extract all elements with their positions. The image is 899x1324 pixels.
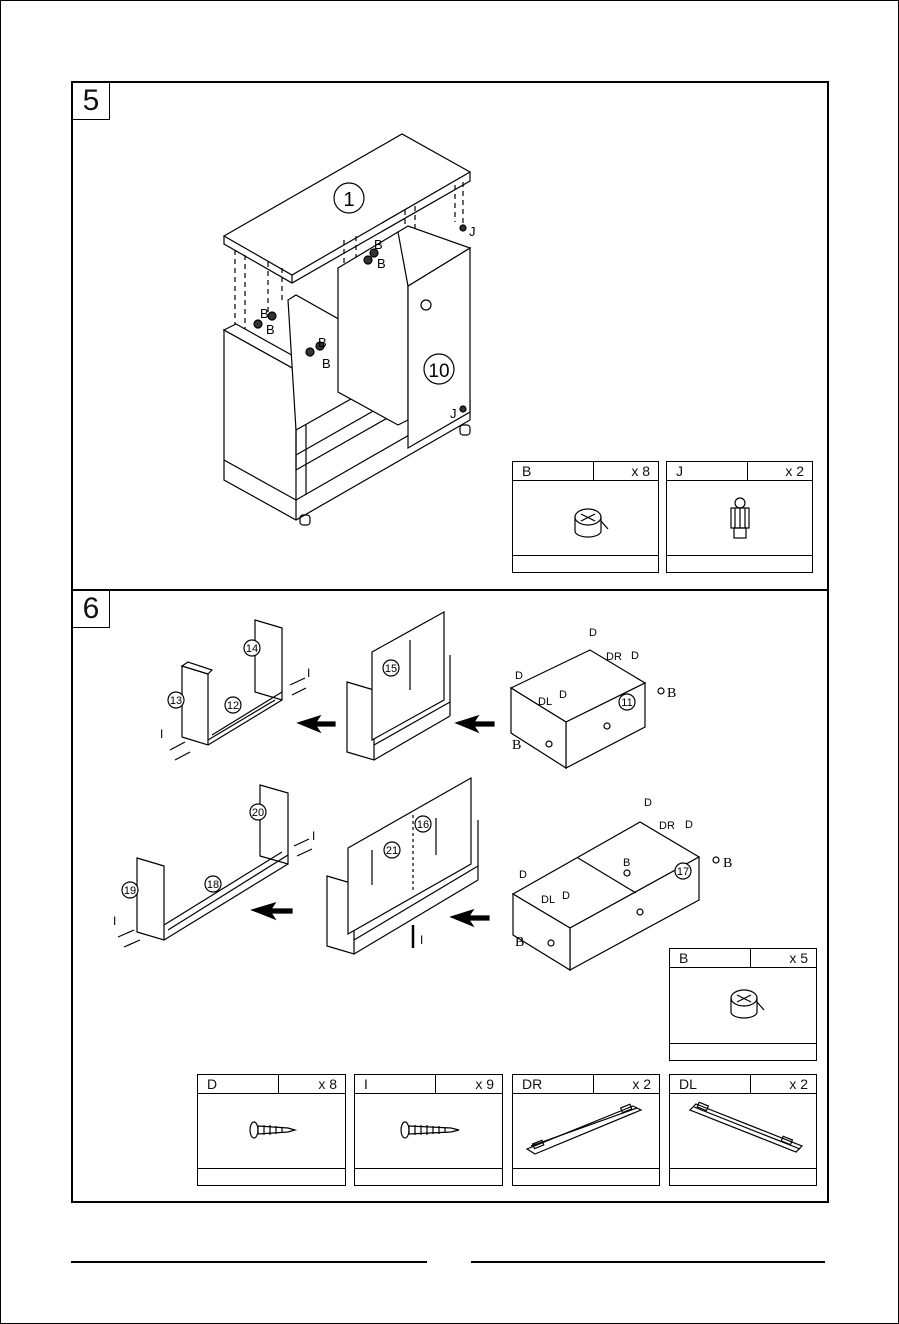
part-qty: x 2: [789, 1076, 808, 1092]
fitting-label-i: I: [113, 914, 116, 928]
part-code: J: [676, 463, 683, 479]
part-code: B: [679, 950, 688, 966]
fitting-label-dr: DR: [659, 820, 675, 832]
footer-rule-left: [71, 1261, 427, 1263]
fitting-label-i: I: [307, 666, 310, 680]
fitting-label-i: I: [312, 829, 315, 843]
long-screw-icon: [355, 1094, 502, 1166]
part-box-dr-2: DR x 2: [512, 1074, 660, 1186]
fitting-label-d: D: [631, 650, 639, 662]
fitting-label-i: I: [420, 933, 423, 947]
part-code: D: [207, 1076, 217, 1092]
panel-label-12: 12: [227, 700, 239, 712]
panel-label-15: 15: [385, 663, 397, 675]
fitting-label-d: D: [515, 670, 523, 682]
fitting-label-d: D: [685, 819, 693, 831]
fitting-label-d: D: [644, 797, 652, 809]
panel-label-20: 20: [252, 807, 264, 819]
part-code: DR: [522, 1076, 542, 1092]
part-code: DL: [679, 1076, 697, 1092]
short-screw-icon: [198, 1094, 345, 1166]
fitting-label-d: D: [559, 689, 567, 701]
fitting-label-d: D: [589, 627, 597, 639]
fitting-label-i: I: [160, 727, 163, 741]
part-qty: x 8: [318, 1076, 337, 1092]
part-qty: x 9: [475, 1076, 494, 1092]
wheel-peg-icon: [667, 481, 812, 553]
panel-label-21: 21: [386, 845, 398, 857]
panel-label-16: 16: [417, 819, 429, 831]
panel-label-17: 17: [677, 866, 689, 878]
fitting-label-dr: DR: [606, 651, 622, 663]
part-qty: x 5: [789, 950, 808, 966]
left-drawer-rail-icon: [670, 1094, 816, 1166]
part-code: I: [364, 1076, 368, 1092]
fitting-label-b: B: [515, 935, 524, 950]
part-qty: x 2: [785, 463, 804, 479]
part-box-dl-2: DL x 2: [669, 1074, 817, 1186]
panel-label-14: 14: [246, 643, 258, 655]
panel-label-19: 19: [124, 885, 136, 897]
fitting-label-b: B: [723, 856, 732, 871]
panel-label-11: 11: [621, 697, 632, 709]
part-qty: x 2: [632, 1076, 651, 1092]
cam-lock-icon: [513, 481, 658, 553]
panel-label-18: 18: [207, 879, 219, 891]
fitting-label-b: B: [667, 686, 676, 701]
fitting-label-d: D: [519, 869, 527, 881]
fitting-label-dl: DL: [538, 696, 552, 708]
cam-lock-icon: [670, 968, 816, 1040]
footer-rule-right: [471, 1261, 825, 1263]
part-code: B: [522, 463, 531, 479]
fitting-label-dl: DL: [541, 894, 555, 906]
panel-label-13: 13: [170, 695, 182, 707]
right-drawer-rail-icon: [513, 1094, 659, 1166]
part-qty: x 8: [631, 463, 650, 479]
fitting-label-b: B: [623, 857, 630, 869]
fitting-label-d: D: [562, 890, 570, 902]
fitting-label-b: B: [512, 738, 521, 753]
